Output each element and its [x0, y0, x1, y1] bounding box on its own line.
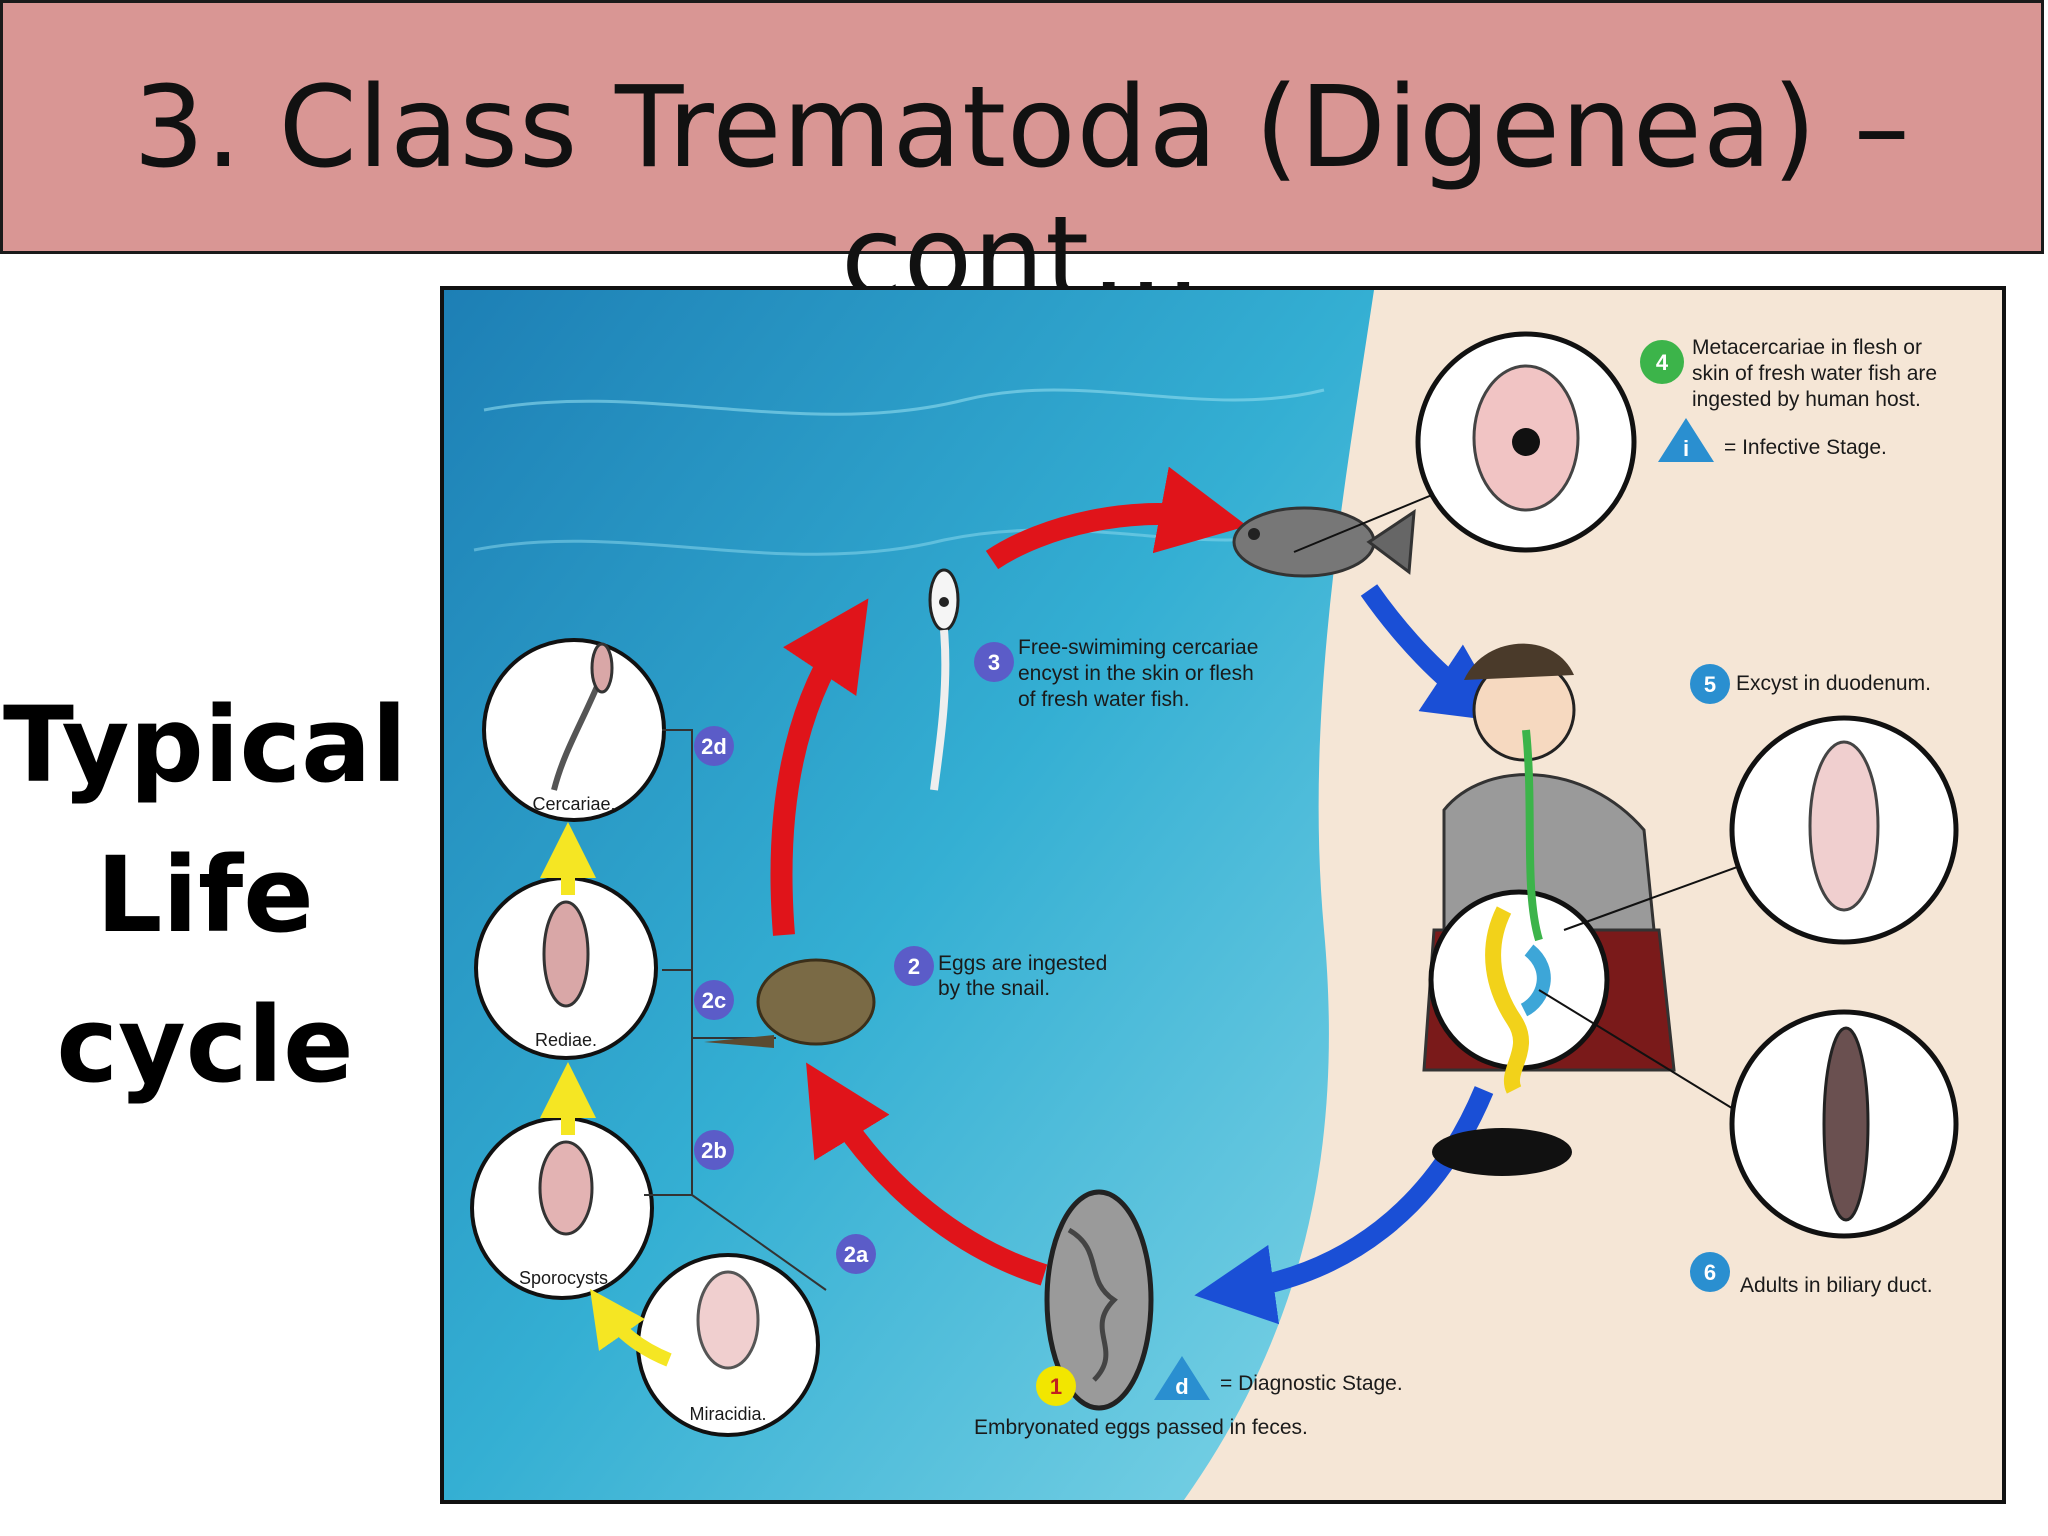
- arrow-miracidia-to-sporocysts: [590, 1289, 672, 1367]
- diagnostic-stage-legend: = Diagnostic Stage.: [1220, 1372, 1403, 1395]
- sporocyst-drawing: [538, 1140, 594, 1236]
- step-6-text: Adults in biliary duct.: [1740, 1274, 1933, 1297]
- step-5-text: Excyst in duodenum.: [1736, 672, 1931, 695]
- svg-text:6: 6: [1704, 1260, 1716, 1285]
- svg-text:2d: 2d: [701, 734, 727, 759]
- svg-text:1: 1: [1050, 1374, 1062, 1399]
- life-cycle-diagram: Cercariae. Rediae. Sporocysts. Miracidia…: [440, 286, 2006, 1504]
- svg-text:3: 3: [988, 650, 1000, 675]
- rediae-circle: Rediae.: [474, 876, 658, 1060]
- badge-2c: 2c: [694, 980, 734, 1020]
- step-3-line-2: encyst in the skin or flesh: [1018, 662, 1254, 685]
- badge-2a: 2a: [836, 1234, 876, 1274]
- fish-illustration: [1232, 489, 1445, 578]
- title-bar: 3. Class Trematoda (Digenea) – cont…: [0, 0, 2044, 323]
- side-label: Typical Life cycle: [0, 670, 410, 1120]
- svg-text:d: d: [1175, 1374, 1188, 1399]
- svg-text:2: 2: [908, 954, 920, 979]
- arrow-snail-to-cercaria: [770, 598, 869, 936]
- badge-3: 3: [974, 642, 1014, 682]
- svg-text:i: i: [1683, 436, 1689, 461]
- water-ripple: [483, 388, 1325, 416]
- snail-illustration: [704, 958, 876, 1048]
- step-2-line-1: Eggs are ingested: [938, 952, 1107, 975]
- svg-text:2c: 2c: [702, 988, 726, 1013]
- side-label-line-2: Life: [96, 834, 314, 956]
- badge-2d: 2d: [694, 726, 734, 766]
- svg-text:4: 4: [1656, 350, 1669, 375]
- water-region: [444, 290, 1374, 1500]
- badge-2b: 2b: [694, 1130, 734, 1170]
- badge-5: 5: [1690, 664, 1730, 704]
- cercariae-circle: Cercariae.: [482, 638, 666, 822]
- miracidia-label: Miracidia.: [689, 1404, 766, 1424]
- step-3-line-1: Free-swimiming cercariae: [1018, 636, 1258, 659]
- svg-text:5: 5: [1704, 672, 1716, 697]
- side-label-line-3: cycle: [56, 984, 354, 1106]
- slide-title: 3. Class Trematoda (Digenea) – cont…: [133, 63, 1911, 323]
- badge-6: 6: [1690, 1252, 1730, 1292]
- arrow-egg-to-snail: [806, 1062, 1048, 1286]
- embryonated-egg: [1044, 1189, 1154, 1411]
- infective-stage-icon: i: [1658, 418, 1714, 462]
- step-3-line-3: of fresh water fish.: [1018, 688, 1190, 711]
- badge-1: 1: [1036, 1366, 1076, 1406]
- human-host-illustration: [1422, 643, 1785, 1176]
- step-4-line-3: ingested by human host.: [1692, 388, 1921, 411]
- badge-4: 4: [1640, 340, 1684, 384]
- side-label-line-1: Typical: [3, 684, 407, 806]
- miracidia-circle: Miracidia.: [636, 1253, 820, 1437]
- bracket-line: [644, 729, 827, 1291]
- step-4-line-2: skin of fresh water fish are: [1692, 362, 1937, 385]
- adult-fluke-circle: [1729, 1009, 1959, 1239]
- sporocysts-label: Sporocysts.: [519, 1268, 613, 1288]
- svg-text:2b: 2b: [701, 1138, 727, 1163]
- cercaria-swimming-drawing: [928, 568, 960, 791]
- step-1-text: Embryonated eggs passed in feces.: [974, 1416, 1308, 1439]
- life-cycle-svg: Cercariae. Rediae. Sporocysts. Miracidia…: [444, 290, 1959, 1500]
- cercariae-label: Cercariae.: [532, 794, 615, 814]
- arrow-fish-to-human: [1360, 584, 1508, 723]
- pointer-line: [1293, 489, 1445, 553]
- redia-drawing: [542, 900, 590, 1008]
- svg-text:2a: 2a: [844, 1242, 869, 1267]
- excyst-circle: [1729, 715, 1959, 945]
- badge-2: 2: [894, 946, 934, 986]
- diagnostic-stage-icon: d: [1154, 1356, 1210, 1400]
- step-4-line-1: Metacercariae in flesh or: [1692, 336, 1922, 359]
- sporocysts-circle: Sporocysts.: [470, 1116, 654, 1300]
- miracidium-drawing: [696, 1270, 760, 1370]
- infective-stage-legend: = Infective Stage.: [1724, 436, 1887, 459]
- step-2-line-2: by the snail.: [938, 977, 1050, 1000]
- rediae-label: Rediae.: [535, 1030, 597, 1050]
- metacercaria-circle: [1415, 331, 1637, 553]
- arrow-cercaria-to-fish: [985, 466, 1248, 570]
